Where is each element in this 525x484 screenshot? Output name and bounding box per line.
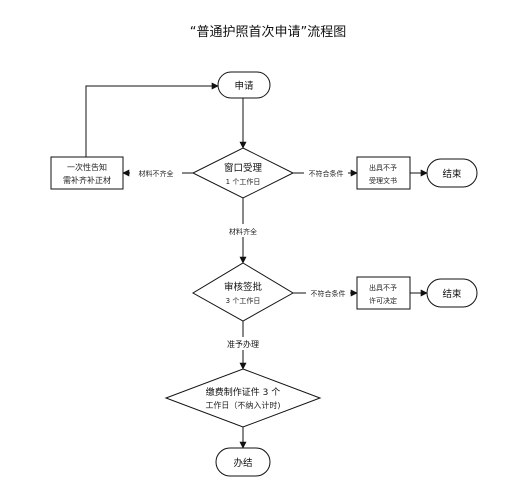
node-done (215, 447, 271, 477)
node-done-label: 办结 (233, 457, 252, 469)
edge-notify-to-apply (85, 82, 219, 157)
node-end-2-label: 结束 (442, 288, 462, 300)
edge-label-materials-complete: 材料齐全 (229, 227, 257, 236)
node-notify-missing-line2: 需补齐补正材 (63, 175, 111, 185)
node-apply-label: 申请 (234, 80, 254, 92)
node-notify-missing-line1: 一次性告知 (67, 162, 107, 172)
node-reject-permit-line1: 出具不予 (369, 283, 397, 292)
node-end-1 (426, 158, 478, 188)
page-title: “普通护照首次申请”流程图 (190, 24, 346, 40)
node-reject-accept-line1: 出具不予 (369, 163, 397, 172)
node-reject-accept-line2: 受理文书 (369, 176, 397, 185)
edge-label-approved: 准予办理 (227, 339, 259, 349)
edge-label-not-qualified-1: 不符合条件 (309, 169, 344, 178)
node-window-accept-line1: 窗口受理 (224, 162, 263, 174)
node-window-accept (191, 147, 295, 199)
node-notify-missing (50, 156, 124, 190)
node-fee-line1: 缴费制作证件 3 个 (206, 386, 280, 398)
edge-label-not-qualified-2: 不符合条件 (311, 289, 346, 298)
node-window-accept-line2: 1 个工作日 (226, 177, 261, 186)
edge-label-materials-missing: 材料不齐全 (139, 169, 174, 178)
node-fee (164, 368, 322, 428)
node-reject-permit-line2: 许可决定 (369, 296, 397, 305)
node-fee-line2: 工作日（不纳入计时) (205, 400, 280, 410)
node-apply (217, 71, 271, 99)
node-reject-permit (356, 276, 411, 310)
node-reject-accept (356, 156, 411, 190)
node-review-line2: 3 个工作日 (226, 296, 261, 305)
node-end-1-label: 结束 (442, 168, 462, 180)
node-review (192, 262, 294, 322)
node-end-2 (426, 278, 478, 308)
node-review-line1: 审核签批 (224, 281, 263, 293)
